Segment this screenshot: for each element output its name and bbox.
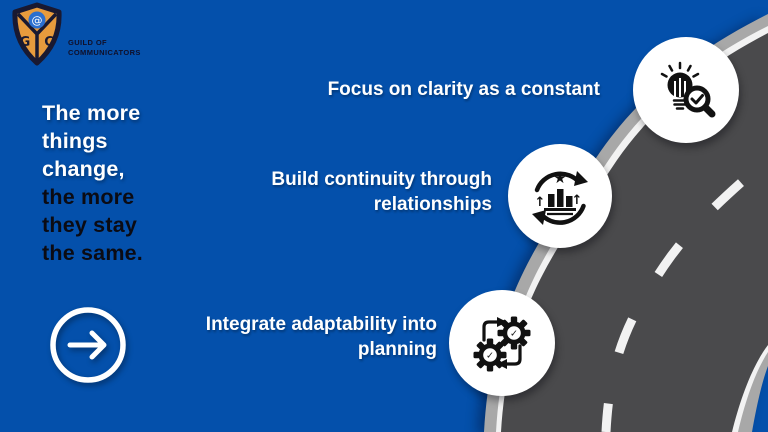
logo-org-name: GUILD OF COMMUNICATORS bbox=[68, 38, 141, 58]
point-2-line: relationships bbox=[373, 194, 492, 215]
point-2-label: Build continuity through relationships bbox=[271, 167, 492, 217]
point-3-line: planning bbox=[357, 339, 437, 360]
point-3-line: Integrate adaptability into bbox=[205, 314, 437, 335]
gear-icon: ✓ bbox=[473, 338, 507, 372]
point-3-label: Integrate adaptability into planning bbox=[206, 312, 437, 362]
headline: The more things change, the more they st… bbox=[42, 99, 143, 267]
headline-line: things bbox=[42, 129, 108, 153]
arrow-right-circle-icon bbox=[48, 305, 128, 390]
check-glyph: ✓ bbox=[510, 329, 518, 340]
star-glyph: ★ bbox=[553, 169, 566, 187]
headline-line: the same. bbox=[42, 241, 143, 265]
headline-line: The more bbox=[42, 101, 141, 125]
logo-letter-left: G bbox=[20, 35, 31, 50]
lightbulb-magnifier-icon bbox=[633, 37, 739, 143]
point-2-line: Build continuity through bbox=[271, 169, 492, 190]
shield-logo-icon: @ G C bbox=[12, 2, 62, 66]
up-arrow-glyph: ↑ bbox=[535, 195, 546, 210]
swirl-glyph: @ bbox=[32, 14, 43, 27]
logo-org-line1: GUILD OF bbox=[68, 38, 108, 47]
point-1-label: Focus on clarity as a constant bbox=[328, 77, 600, 102]
point-1-line: Focus on clarity as a constant bbox=[327, 79, 600, 100]
headline-line: change, bbox=[42, 157, 125, 181]
headline-line: they stay bbox=[42, 213, 138, 237]
logo: @ G C GUILD OF COMMUNICATORS bbox=[10, 2, 141, 66]
road-center-dashed-line bbox=[601, 153, 768, 432]
logo-org-line2: COMMUNICATORS bbox=[68, 48, 141, 57]
gear-icon: ✓ bbox=[497, 316, 531, 350]
growth-cycle-icon: ★ ↑ ↑ bbox=[508, 144, 612, 248]
swirl-emblem-icon bbox=[28, 11, 46, 29]
check-glyph: ✓ bbox=[486, 351, 494, 362]
logo-letter-right: C bbox=[44, 35, 54, 50]
up-arrow-glyph: ↑ bbox=[572, 193, 583, 208]
gears-check-icon: ✓ ✓ bbox=[449, 290, 555, 396]
headline-line: the more bbox=[42, 185, 135, 209]
